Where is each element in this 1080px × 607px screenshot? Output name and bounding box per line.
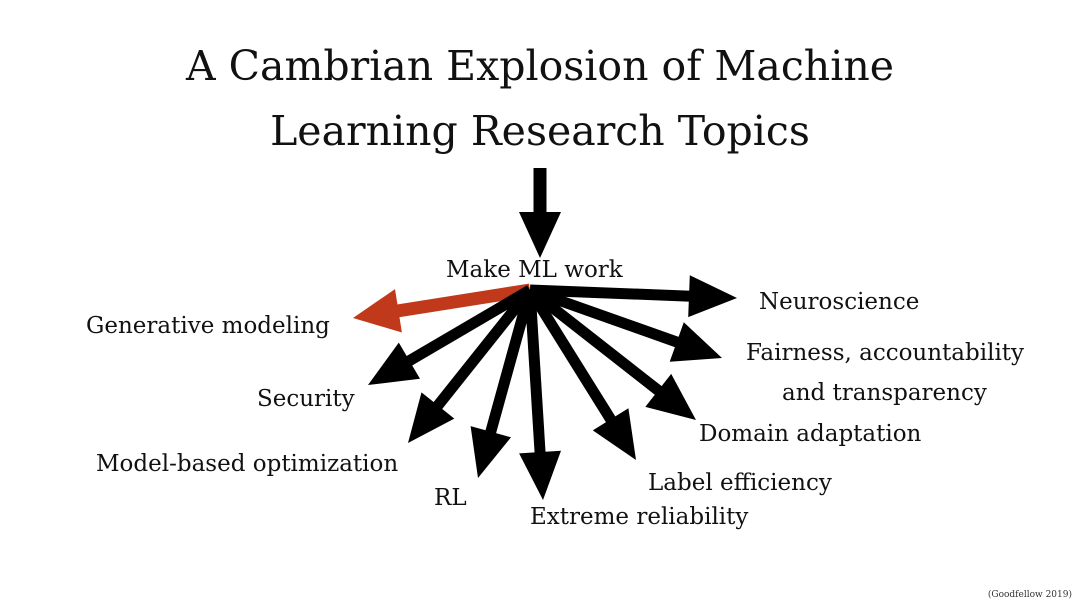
- arrow-to-model-based-optimization: [408, 286, 535, 443]
- arrow-to-neuroscience-head: [688, 275, 737, 318]
- arrow-title-to-center-head: [519, 212, 561, 258]
- arrow-to-rl-shaft: [484, 288, 536, 436]
- arrow-to-neuroscience: [529, 275, 737, 318]
- arrow-to-model-based-optimization-head: [408, 392, 455, 443]
- arrow-to-generative-modeling-shaft: [395, 283, 532, 318]
- arrow-to-label-efficiency: [525, 287, 636, 460]
- arrow-to-fairness-shaft: [528, 284, 681, 348]
- arrow-title-to-center: [519, 168, 561, 258]
- arrow-to-domain-adaptation-head: [645, 373, 696, 420]
- citation: (Goodfellow 2019): [987, 590, 1072, 600]
- arrow-to-rl-head: [470, 426, 511, 478]
- topic-extreme-reliability: Extreme reliability: [530, 504, 749, 530]
- arrow-to-fairness-head: [669, 322, 722, 362]
- topic-rl: RL: [434, 485, 467, 511]
- arrow-to-rl: [470, 288, 536, 478]
- topic-fairness-line-2: and transparency: [782, 380, 987, 406]
- topic-security: Security: [257, 386, 355, 412]
- arrow-to-extreme-reliability-head: [519, 450, 561, 500]
- topic-neuroscience: Neuroscience: [759, 289, 920, 315]
- arrow-to-model-based-optimization-shaft: [432, 286, 535, 411]
- center-label-make-ml-work: Make ML work: [446, 257, 623, 283]
- arrow-to-security-shaft: [404, 285, 533, 367]
- arrow-to-generative-modeling: [353, 283, 532, 333]
- arrow-to-security: [368, 285, 533, 385]
- arrow-to-fairness: [528, 284, 722, 362]
- arrow-to-generative-modeling-head: [353, 289, 402, 333]
- topic-domain-adaptation: Domain adaptation: [699, 421, 922, 447]
- arrow-to-neuroscience-shaft: [529, 284, 692, 302]
- arrow-to-label-efficiency-shaft: [525, 287, 617, 424]
- arrow-to-domain-adaptation-shaft: [526, 285, 664, 396]
- arrow-to-domain-adaptation: [526, 285, 696, 420]
- slide-title-line-1: A Cambrian Explosion of Machine: [185, 42, 894, 90]
- arrow-to-label-efficiency-head: [592, 408, 636, 460]
- topic-label-efficiency: Label efficiency: [648, 470, 832, 496]
- arrow-to-security-head: [368, 342, 420, 385]
- topic-model-based-optimization: Model-based optimization: [96, 451, 399, 477]
- arrow-to-extreme-reliability-shaft: [524, 289, 546, 455]
- slide-title-line-2: Learning Research Topics: [270, 107, 810, 155]
- topic-fairness-line-1: Fairness, accountability: [746, 340, 1025, 366]
- topic-generative-modeling: Generative modeling: [86, 313, 330, 339]
- arrow-to-extreme-reliability: [519, 289, 561, 500]
